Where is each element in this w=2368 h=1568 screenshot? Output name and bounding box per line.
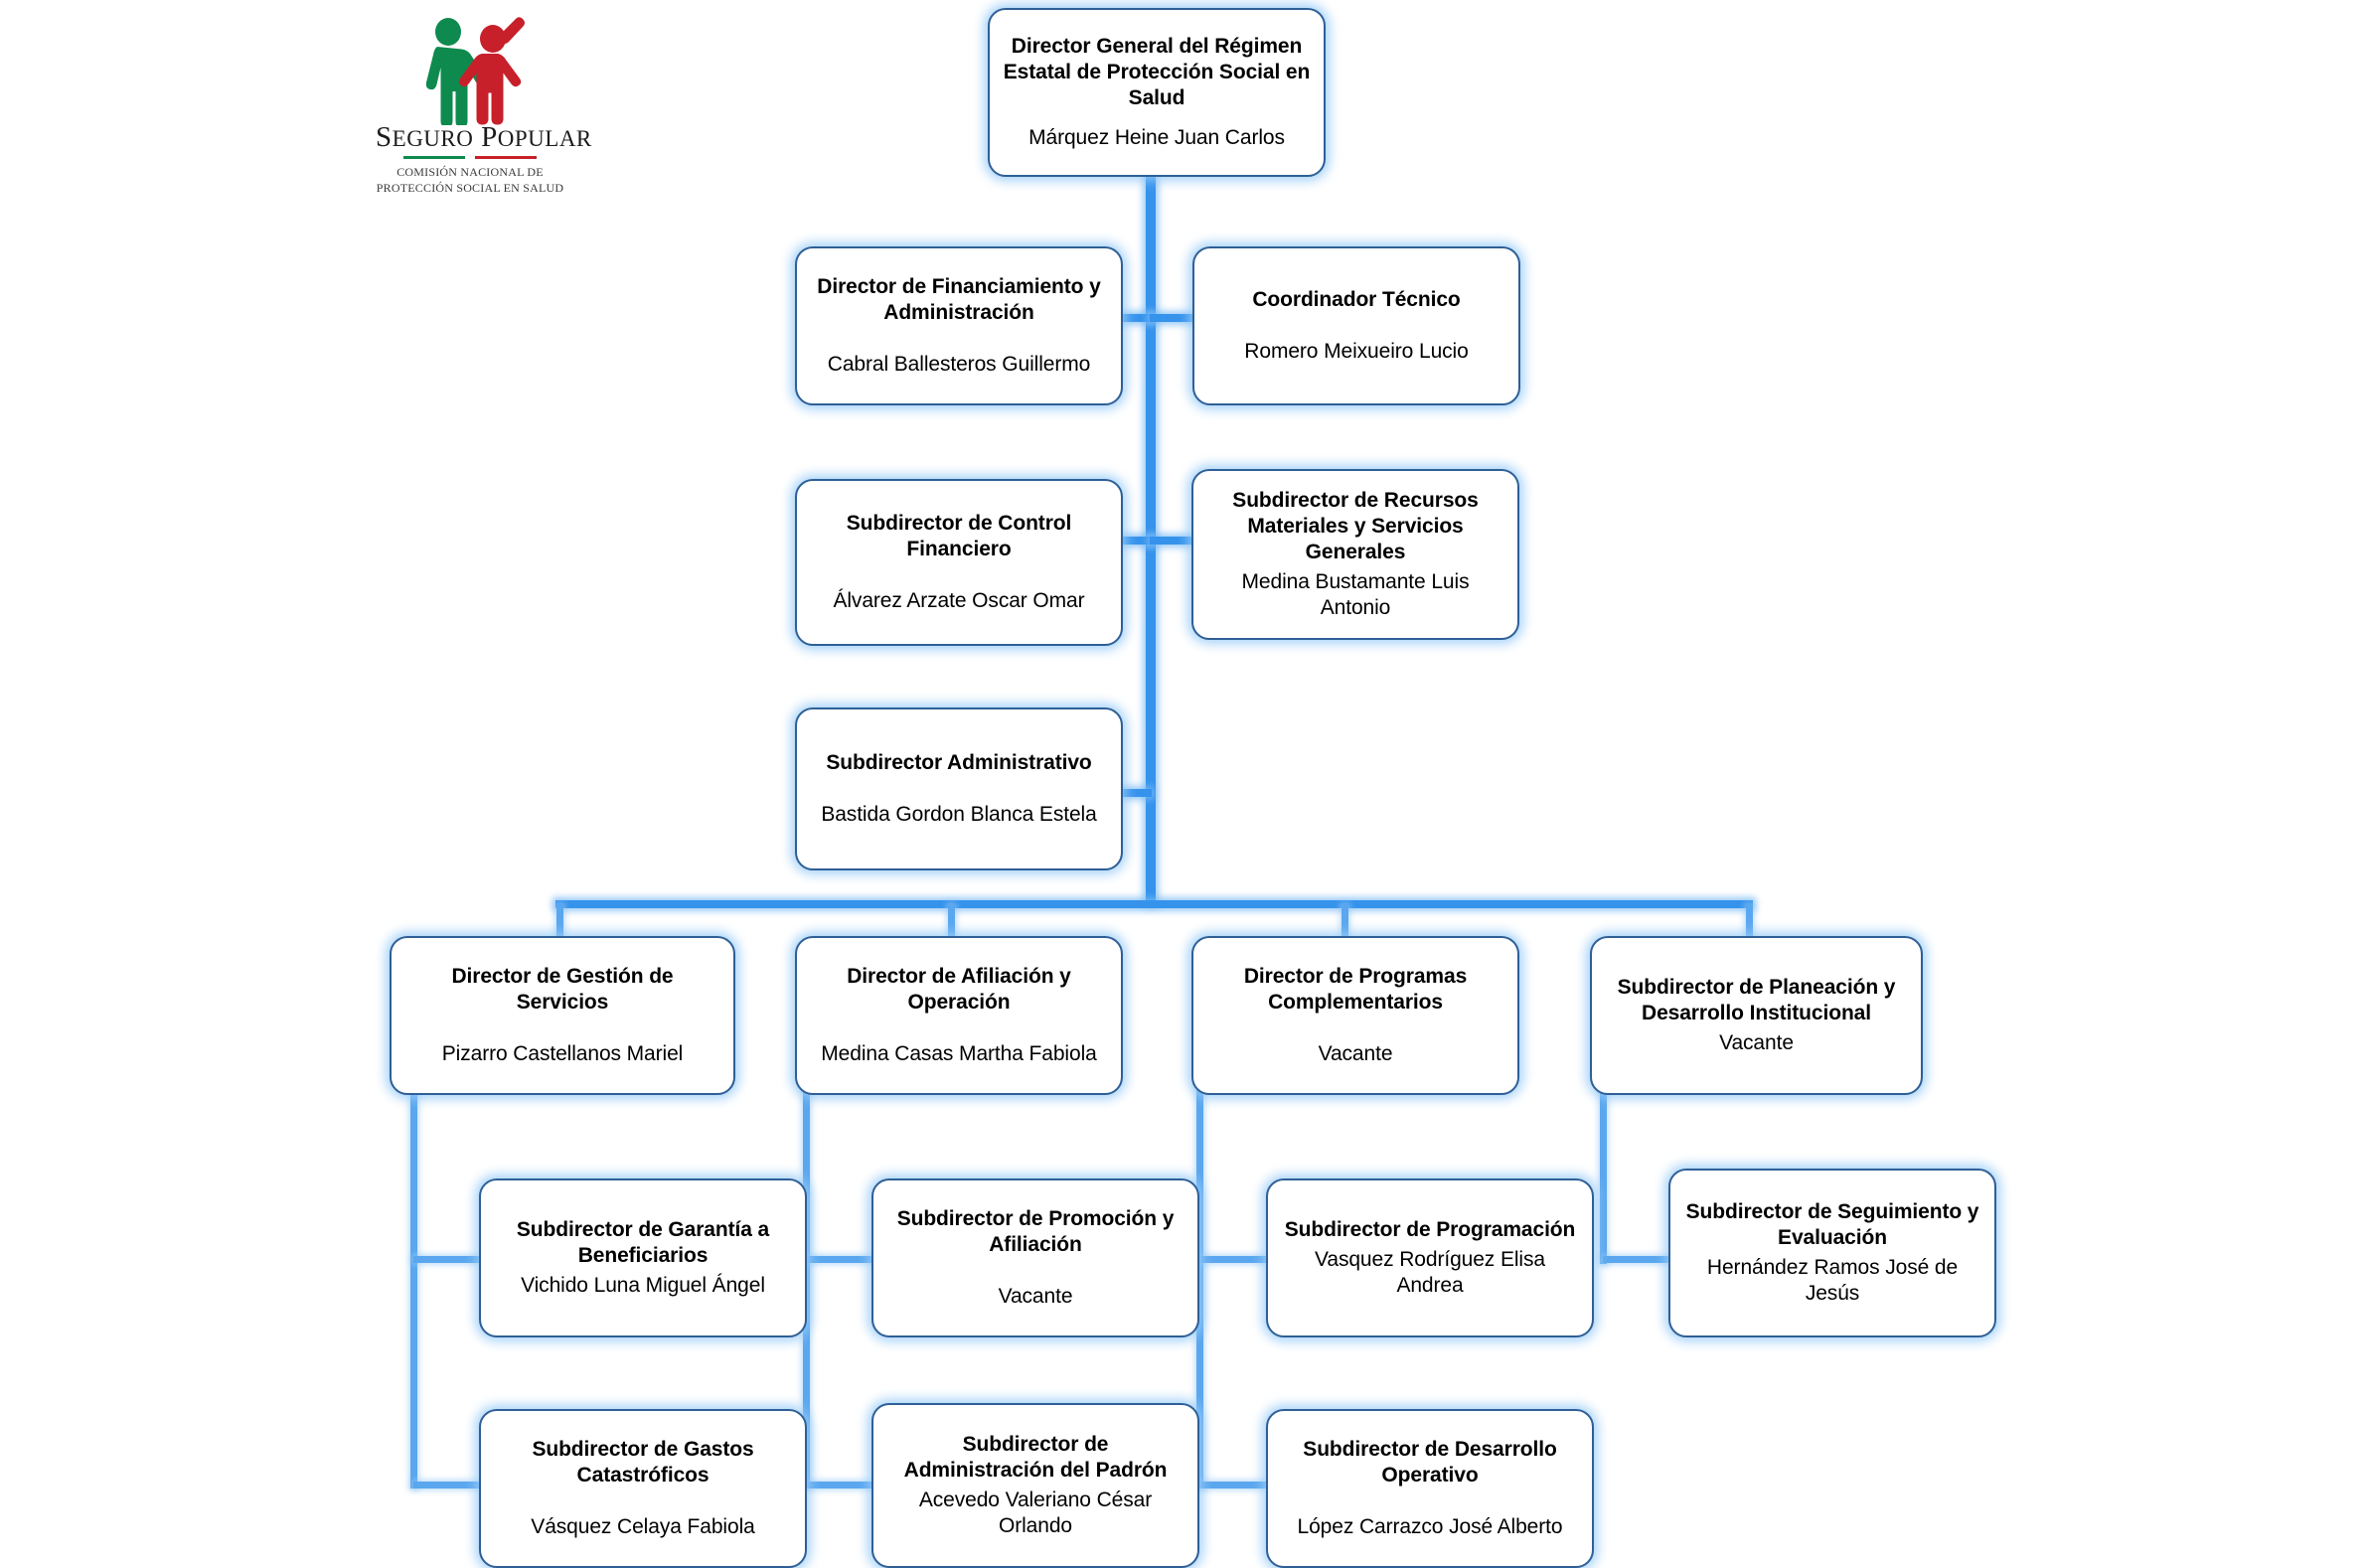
node-title: Subdirector Administrativo [826, 750, 1092, 774]
node-subdirector-garantia-beneficiarios[interactable]: Subdirector de Garantía a Beneficiarios … [479, 1178, 807, 1337]
logo-subtitle-line2: PROTECCIÓN SOCIAL EN SALUD [376, 180, 564, 195]
node-title: Director de Afiliación y Operación [847, 964, 1071, 1014]
connector-vert-gestion-children [410, 1085, 417, 1489]
node-subdirector-seguimiento-evaluacion[interactable]: Subdirector de Seguimiento y Evaluación … [1668, 1169, 1996, 1337]
node-subdirector-planeacion-desarrollo[interactable]: Subdirector de Planeación y Desarrollo I… [1590, 936, 1923, 1095]
node-person: Pizarro Castellanos Mariel [441, 1042, 684, 1066]
node-subdirector-desarrollo-operativo[interactable]: Subdirector de Desarrollo Operativo Lópe… [1266, 1409, 1594, 1568]
node-title: Subdirector de Recursos Materiales y Ser… [1232, 488, 1479, 563]
node-title: Subdirector de Planeación y Desarrollo I… [1617, 975, 1896, 1024]
logo-wordmark-s: S [376, 121, 393, 153]
node-person: Vasquez Rodríguez Elisa Andrea [1315, 1247, 1545, 1298]
logo-bar-gap [465, 156, 475, 159]
node-subdirector-promocion-afiliacion[interactable]: Subdirector de Promoción y Afiliación Va… [871, 1178, 1199, 1337]
node-subdirector-recursos-materiales[interactable]: Subdirector de Recursos Materiales y Ser… [1191, 469, 1519, 640]
node-person: Cabral Ballesteros Guillermo [827, 353, 1091, 377]
node-person: Bastida Gordon Blanca Estela [821, 803, 1097, 826]
logo-wordmark: SEGURO POPULAR [376, 121, 591, 153]
node-person: Vacante [998, 1285, 1073, 1309]
connector-stub-control-financiero [1112, 537, 1152, 545]
connector-stub-gastos [413, 1482, 481, 1489]
node-subdirector-gastos-catastroficos[interactable]: Subdirector de Gastos Catastróficos Vásq… [479, 1409, 807, 1568]
node-person: Medina Bustamante Luis Antonio [1241, 570, 1470, 620]
node-title: Director General del Régimen Estatal de … [1003, 34, 1311, 109]
connector-stub-recursos-materiales [1150, 537, 1193, 545]
node-coordinador-tecnico[interactable]: Coordinador Técnico Romero Meixueiro Luc… [1192, 246, 1520, 405]
node-title: Subdirector de Desarrollo Operativo [1303, 1437, 1557, 1487]
node-person: Vacante [1318, 1042, 1393, 1066]
node-director-general[interactable]: Director General del Régimen Estatal de … [988, 8, 1326, 177]
logo-color-bars [376, 156, 564, 159]
logo-bar-green [403, 156, 465, 159]
connector-stub-padron [806, 1482, 873, 1489]
node-title: Subdirector de Programación [1284, 1217, 1576, 1241]
node-title: Subdirector de Promoción y Afiliación [896, 1206, 1175, 1256]
node-title: Director de Financiamiento y Administrac… [817, 274, 1101, 324]
node-director-programas-complementarios[interactable]: Director de Programas Complementarios Va… [1191, 936, 1519, 1095]
node-title: Subdirector de Administración del Padrón [903, 1432, 1168, 1482]
connector-stub-programacion [1199, 1256, 1267, 1263]
node-person: Acevedo Valeriano César Orlando [918, 1489, 1153, 1538]
node-person: López Carrazco José Alberto [1297, 1515, 1563, 1539]
node-person: Vásquez Celaya Fabiola [531, 1515, 755, 1539]
node-person: Romero Meixueiro Lucio [1244, 340, 1469, 363]
connector-stub-promocion [806, 1256, 873, 1263]
logo-subtitle: COMISIÓN NACIONAL DE PROTECCIÓN SOCIAL E… [376, 165, 564, 196]
node-person: Vacante [1719, 1031, 1794, 1055]
connector-stub-desarrollo-operativo [1199, 1482, 1267, 1489]
node-subdirector-programacion[interactable]: Subdirector de Programación Vasquez Rodr… [1266, 1178, 1594, 1337]
node-title: Director de Gestión de Servicios [451, 964, 674, 1014]
node-subdirector-administracion-padron[interactable]: Subdirector de Administración del Padrón… [871, 1403, 1199, 1568]
node-director-financiamiento[interactable]: Director de Financiamiento y Administrac… [795, 246, 1123, 405]
node-title: Subdirector de Seguimiento y Evaluación [1685, 1199, 1979, 1249]
logo-bar-red [475, 156, 537, 159]
node-person: Álvarez Arzate Oscar Omar [833, 589, 1085, 613]
node-title: Subdirector de Control Financiero [846, 511, 1072, 560]
node-director-gestion-servicios[interactable]: Director de Gestión de Servicios Pizarro… [390, 936, 735, 1095]
seguro-popular-logo: SEGURO POPULAR COMISIÓN NACIONAL DE PROT… [376, 14, 591, 195]
connector-stub-coordinador [1150, 314, 1193, 322]
node-person: Vichido Luna Miguel Ángel [521, 1274, 765, 1298]
node-person: Medina Casas Martha Fabiola [821, 1042, 1097, 1066]
connector-vert-programas-children [1196, 1085, 1203, 1489]
node-person: Márquez Heine Juan Carlos [1028, 126, 1285, 150]
connector-stub-seguimiento [1603, 1256, 1670, 1263]
connector-stub-administrativo [1112, 789, 1152, 797]
node-subdirector-control-financiero[interactable]: Subdirector de Control Financiero Álvare… [795, 479, 1123, 646]
node-title: Director de Programas Complementarios [1243, 964, 1468, 1014]
connector-stub-garantia [413, 1256, 481, 1263]
logo-wordmark-opular: OPULAR [497, 126, 592, 151]
node-subdirector-administrativo[interactable]: Subdirector Administrativo Bastida Gordo… [795, 707, 1123, 870]
node-director-afiliacion-operacion[interactable]: Director de Afiliación y Operación Medin… [795, 936, 1123, 1095]
node-title: Coordinador Técnico [1252, 287, 1461, 311]
node-title: Subdirector de Gastos Catastróficos [532, 1437, 754, 1487]
connector-stub-financiamiento [1112, 314, 1152, 322]
node-title: Subdirector de Garantía a Beneficiarios [516, 1217, 770, 1267]
node-person: Hernández Ramos José de Jesús [1706, 1256, 1959, 1306]
connector-vert-planeacion-children [1600, 1085, 1607, 1264]
logo-wordmark-p: P [481, 121, 498, 153]
connector-bus-directors [555, 900, 1753, 908]
logo-subtitle-line1: COMISIÓN NACIONAL DE [396, 165, 544, 179]
logo-figures [376, 14, 564, 127]
logo-wordmark-eguro: EGURO [392, 126, 474, 151]
logo-people-icon [425, 17, 525, 127]
